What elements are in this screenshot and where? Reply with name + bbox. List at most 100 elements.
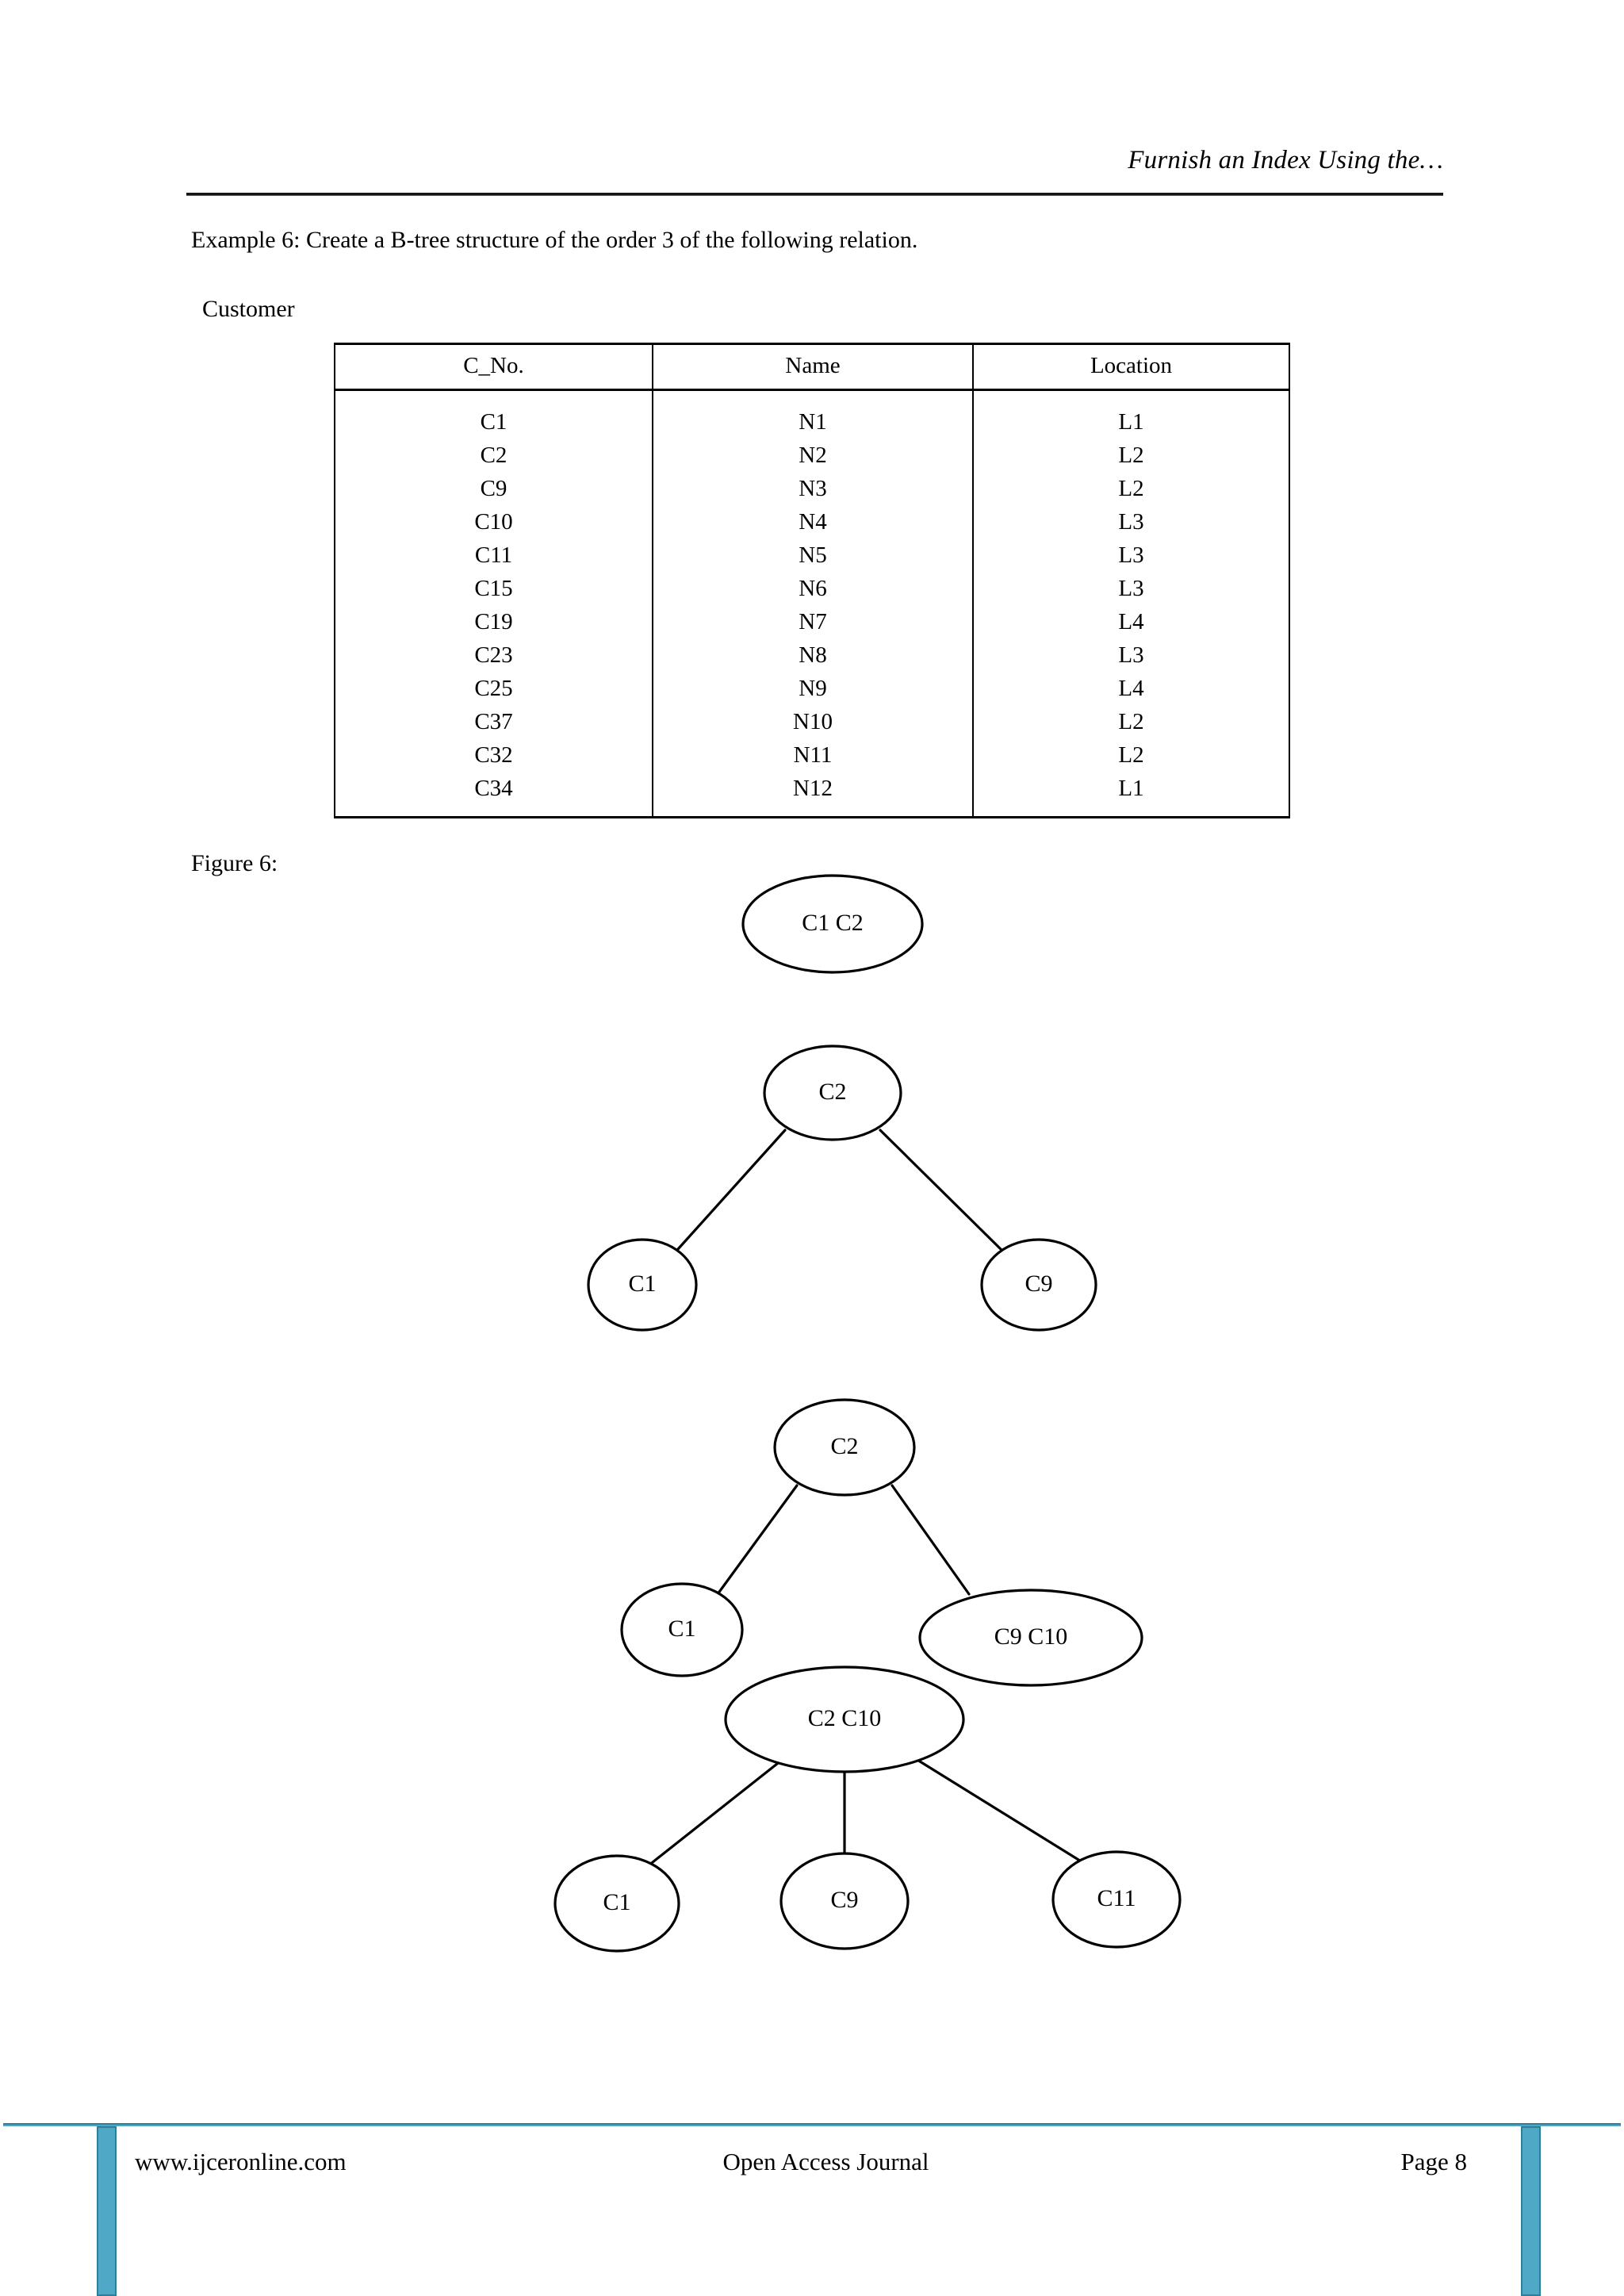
table-row: C34 N12 L1 [334, 772, 1290, 818]
tree-edge [676, 1129, 787, 1251]
cell-c-no: C10 [474, 509, 513, 535]
table-row: C11 N5 L3 [334, 539, 1290, 572]
node-ellipse [620, 1582, 744, 1677]
cell-location: L3 [1118, 509, 1144, 535]
node-label: C1 C2 [802, 910, 864, 936]
node-ellipse [779, 1852, 910, 1950]
cell-location: L3 [1118, 576, 1144, 601]
cell-location: L1 [1118, 409, 1144, 435]
node-ellipse [587, 1238, 698, 1332]
footer-accent-bar-right [1521, 2126, 1541, 2296]
cell-location: L2 [1118, 476, 1144, 501]
node-ellipse [773, 1398, 916, 1497]
footer-accent-bar-left [97, 2126, 117, 2296]
tree-node-s4-child-2: C9 [779, 1852, 910, 1950]
tree-node-s3-root: C2 [773, 1398, 916, 1497]
node-ellipse [741, 874, 924, 974]
node-label: C9 [830, 1887, 858, 1913]
cell-name: N6 [799, 576, 827, 601]
table-header: C_No. Name Location [334, 343, 1290, 391]
node-ellipse [724, 1665, 965, 1773]
table-body: C1 N1 L1 C2 N2 L2 C9 N3 L2 C10 N4 L3 C11 [334, 389, 1290, 818]
cell-c-no: C34 [474, 776, 513, 801]
node-ellipse [918, 1589, 1143, 1687]
cell-c-no: C32 [474, 742, 513, 768]
column-header-name: Name [652, 343, 974, 391]
footer-page-number: Page 8 [1400, 2148, 1467, 2175]
node-ellipse [1051, 1850, 1182, 1949]
cell-name: N11 [793, 742, 833, 768]
node-label: C9 C10 [994, 1623, 1068, 1650]
cell-location: L1 [1118, 776, 1144, 801]
table-caption: Customer [202, 296, 295, 322]
tree-node-s2-right: C9 [980, 1238, 1097, 1332]
node-label: C1 [668, 1616, 695, 1642]
table-row: C1 N1 L1 [334, 389, 1290, 439]
footer-journal: Open Access Journal [722, 2148, 929, 2175]
cell-name: N2 [799, 443, 827, 468]
example-statement: Example 6: Create a B-tree structure of … [191, 227, 918, 253]
tree-node-s1-root: C1 C2 [741, 874, 924, 974]
table-row: C10 N4 L3 [334, 505, 1290, 539]
cell-c-no: C25 [474, 676, 513, 701]
cell-name: N1 [799, 409, 827, 435]
cell-name: N12 [793, 776, 833, 801]
table-row: C2 N2 L2 [334, 439, 1290, 472]
table-row: C23 N8 L3 [334, 638, 1290, 672]
cell-location: L3 [1118, 542, 1144, 568]
cell-location: L4 [1118, 609, 1144, 634]
cell-name: N8 [799, 642, 827, 668]
node-ellipse [980, 1238, 1097, 1332]
tree-node-s4-root: C2 C10 [724, 1665, 965, 1773]
cell-c-no: C11 [474, 542, 513, 568]
table-row: C9 N3 L2 [334, 472, 1290, 505]
tree-node-s2-root: C2 [763, 1045, 902, 1141]
node-label: C2 [830, 1433, 858, 1459]
cell-name: N9 [799, 676, 827, 701]
cell-c-no: C19 [474, 609, 513, 634]
node-label: C2 C10 [808, 1705, 882, 1731]
node-ellipse [763, 1045, 902, 1141]
tree-edge [912, 1756, 1084, 1864]
cell-location: L4 [1118, 676, 1144, 701]
tree-node-s4-child-3: C11 [1051, 1850, 1182, 1949]
figure-label: Figure 6: [191, 850, 278, 876]
cell-c-no: C37 [474, 709, 513, 734]
cell-name: N5 [799, 542, 827, 568]
node-label: C2 [818, 1079, 846, 1105]
cell-name: N3 [799, 476, 827, 501]
customer-table: C_No. Name Location C1 N1 L1 C2 N2 L2 C9… [334, 343, 1290, 818]
tree-node-s4-child-1: C1 [553, 1854, 680, 1953]
cell-c-no: C23 [474, 642, 513, 668]
header-rule [186, 193, 1443, 196]
table-header-row: C_No. Name Location [334, 343, 1290, 391]
cell-c-no: C9 [480, 476, 508, 501]
table-row: C37 N10 L2 [334, 705, 1290, 738]
cell-location: L3 [1118, 642, 1144, 668]
table-row: C25 N9 L4 [334, 672, 1290, 705]
node-label: C11 [1097, 1885, 1136, 1911]
node-label: C9 [1025, 1271, 1052, 1297]
node-ellipse [553, 1854, 680, 1953]
node-label: C1 [603, 1889, 630, 1915]
cell-c-no: C2 [480, 443, 508, 468]
cell-name: N4 [799, 509, 827, 535]
cell-name: N10 [793, 709, 833, 734]
tree-node-s3-right: C9 C10 [918, 1589, 1143, 1687]
tree-node-s3-left: C1 [620, 1582, 744, 1677]
tree-edge [716, 1484, 799, 1596]
column-header-c-no: C_No. [334, 343, 653, 391]
tree-edge [891, 1484, 971, 1596]
cell-c-no: C1 [480, 409, 508, 435]
footer-website[interactable]: www.ijceronline.com [135, 2148, 347, 2175]
btree-stage-stage-1: C1 C2 [741, 874, 924, 974]
tree-node-s2-left: C1 [587, 1238, 698, 1332]
cell-location: L2 [1118, 709, 1144, 734]
tree-edge [647, 1759, 783, 1867]
